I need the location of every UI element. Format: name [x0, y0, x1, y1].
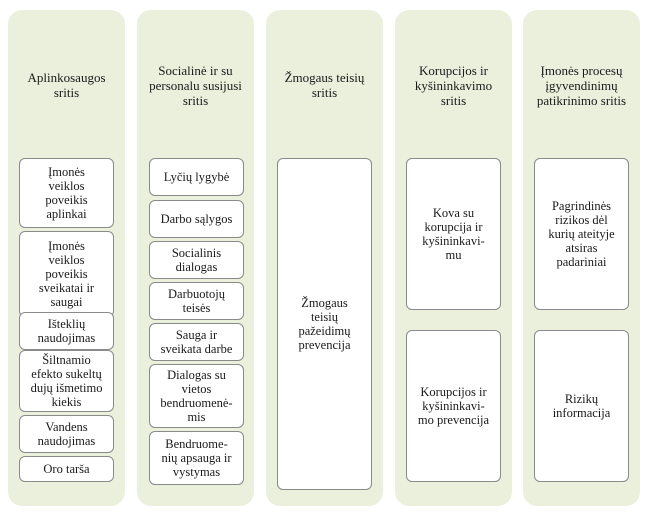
column-title: Žmogaus teisių sritis — [284, 70, 365, 100]
column-title: Socialinė ir su personalu susijusi sriti… — [149, 62, 242, 108]
item-box: Oro tarša — [19, 456, 114, 482]
item-box: Sauga ir sveikata darbe — [149, 323, 244, 361]
item-box: Žmogaus teisių pažeidimų prevencija — [277, 158, 372, 490]
item-box: Įmonės veiklos poveikis sveikatai ir sau… — [19, 231, 114, 317]
column-process-audit: Įmonės procesų įgyvendinimų patikrinimo … — [523, 10, 640, 506]
column-corruption: Korupcijos ir kyšininkavimo sritis Kova … — [395, 10, 512, 506]
item-box: Išteklių naudojimas — [19, 312, 114, 350]
item-box: Šiltnamio efekto sukeltų dujų išmetimo k… — [19, 350, 114, 412]
item-box: Kova su korupcija ir kyšininkavi- mu — [406, 158, 501, 310]
column-environment: Aplinkosaugos sritis Įmonės veiklos pove… — [8, 10, 125, 506]
column-title: Aplinkosaugos sritis — [27, 70, 106, 100]
column-title: Įmonės procesų įgyvendinimų patikrinimo … — [536, 62, 627, 108]
item-box: Darbo sąlygos — [149, 200, 244, 238]
column-human-rights: Žmogaus teisių sritis Žmogaus teisių paž… — [266, 10, 383, 506]
item-box: Įmonės veiklos poveikis aplinkai — [19, 158, 114, 228]
column-social: Socialinė ir su personalu susijusi sriti… — [137, 10, 254, 506]
item-box: Darbuotojų teisės — [149, 282, 244, 320]
item-box: Pagrindinės rizikos dėl kurių ateityje a… — [534, 158, 629, 310]
item-box: Bendruome- nių apsauga ir vystymas — [149, 431, 244, 485]
item-box: Dialogas su vietos bendruomenė- mis — [149, 364, 244, 428]
item-box: Socialinis dialogas — [149, 241, 244, 279]
item-box: Korupcijos ir kyšininkavi- mo prevencija — [406, 330, 501, 482]
item-box: Vandens naudojimas — [19, 415, 114, 453]
column-title: Korupcijos ir kyšininkavimo sritis — [414, 62, 493, 108]
item-box: Lyčių lygybė — [149, 158, 244, 196]
item-box: Rizikų informacija — [534, 330, 629, 482]
